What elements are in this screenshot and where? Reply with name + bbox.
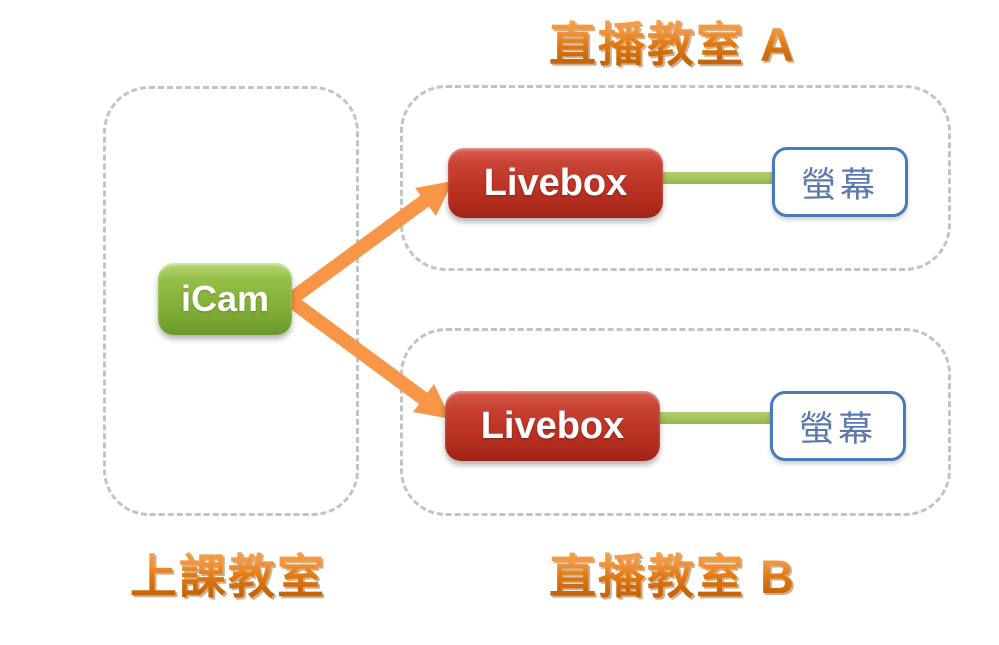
livebox-b-node: Livebox — [445, 391, 660, 461]
livebox-a-node-label: Livebox — [483, 161, 628, 204]
broadcast-room-b-title: 直播教室 B — [400, 538, 945, 607]
livebox-a-to-screen-a-connector — [658, 172, 778, 184]
broadcast-room-a-group-box — [400, 85, 951, 271]
screen-b-node-label: 螢幕 — [798, 409, 877, 449]
broadcast-room-a-title: 直播教室 A — [400, 6, 945, 75]
icam-node: iCam — [158, 263, 292, 335]
screen-a-node: 螢幕 — [772, 147, 908, 217]
screen-b-node: 螢幕 — [770, 391, 906, 461]
broadcast-room-b-group-box — [400, 328, 951, 516]
screen-a-node-label: 螢幕 — [800, 165, 879, 205]
icam-node-label: iCam — [180, 278, 270, 319]
livebox-b-to-screen-b-connector — [656, 412, 776, 424]
classroom-label: 上課教室 — [103, 538, 353, 607]
livebox-a-node: Livebox — [448, 148, 663, 218]
livebox-b-node-label: Livebox — [480, 404, 625, 447]
